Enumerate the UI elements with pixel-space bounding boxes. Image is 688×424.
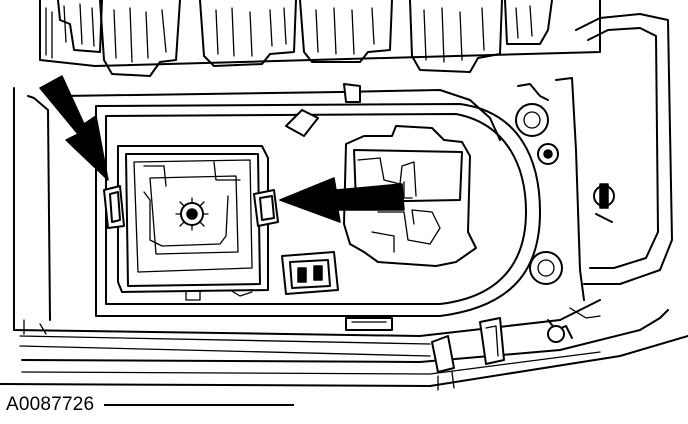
figure-id-text: A0087726 xyxy=(6,394,95,415)
cavity-outline xyxy=(95,103,541,317)
callout-arrows xyxy=(39,75,405,223)
locating-tab xyxy=(285,109,319,137)
bottom-clips xyxy=(345,317,505,391)
small-connector xyxy=(281,251,339,295)
top-clip xyxy=(343,83,361,103)
figure-id-rule xyxy=(103,403,294,406)
top-connector-row xyxy=(39,0,601,77)
right-side-bosses xyxy=(515,13,673,343)
arrow-to-left-tab xyxy=(39,75,109,181)
arrow-to-right-tab xyxy=(279,177,405,223)
left-switch-module xyxy=(103,145,279,301)
housing xyxy=(0,87,688,387)
figure-id-label: A0087726 xyxy=(6,394,294,416)
